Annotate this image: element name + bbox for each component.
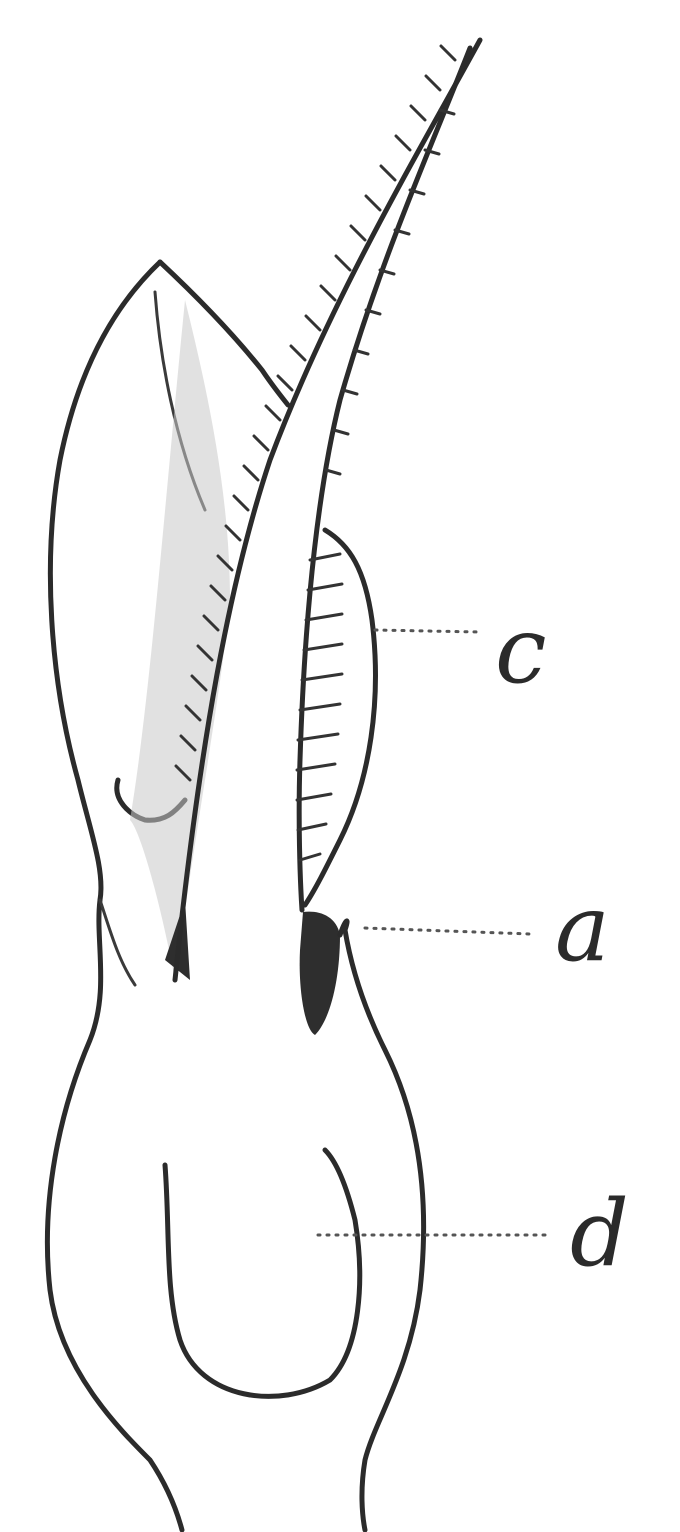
label-d: d: [570, 1180, 629, 1287]
label-a: a: [555, 875, 610, 982]
ovary-part-d: [47, 900, 423, 1530]
leader-c: [375, 630, 480, 632]
glume-left: [50, 262, 288, 985]
leader-lines: [318, 630, 550, 1235]
scale-part-a: [300, 912, 347, 1035]
leader-a: [365, 928, 530, 934]
label-c: c: [495, 597, 547, 704]
